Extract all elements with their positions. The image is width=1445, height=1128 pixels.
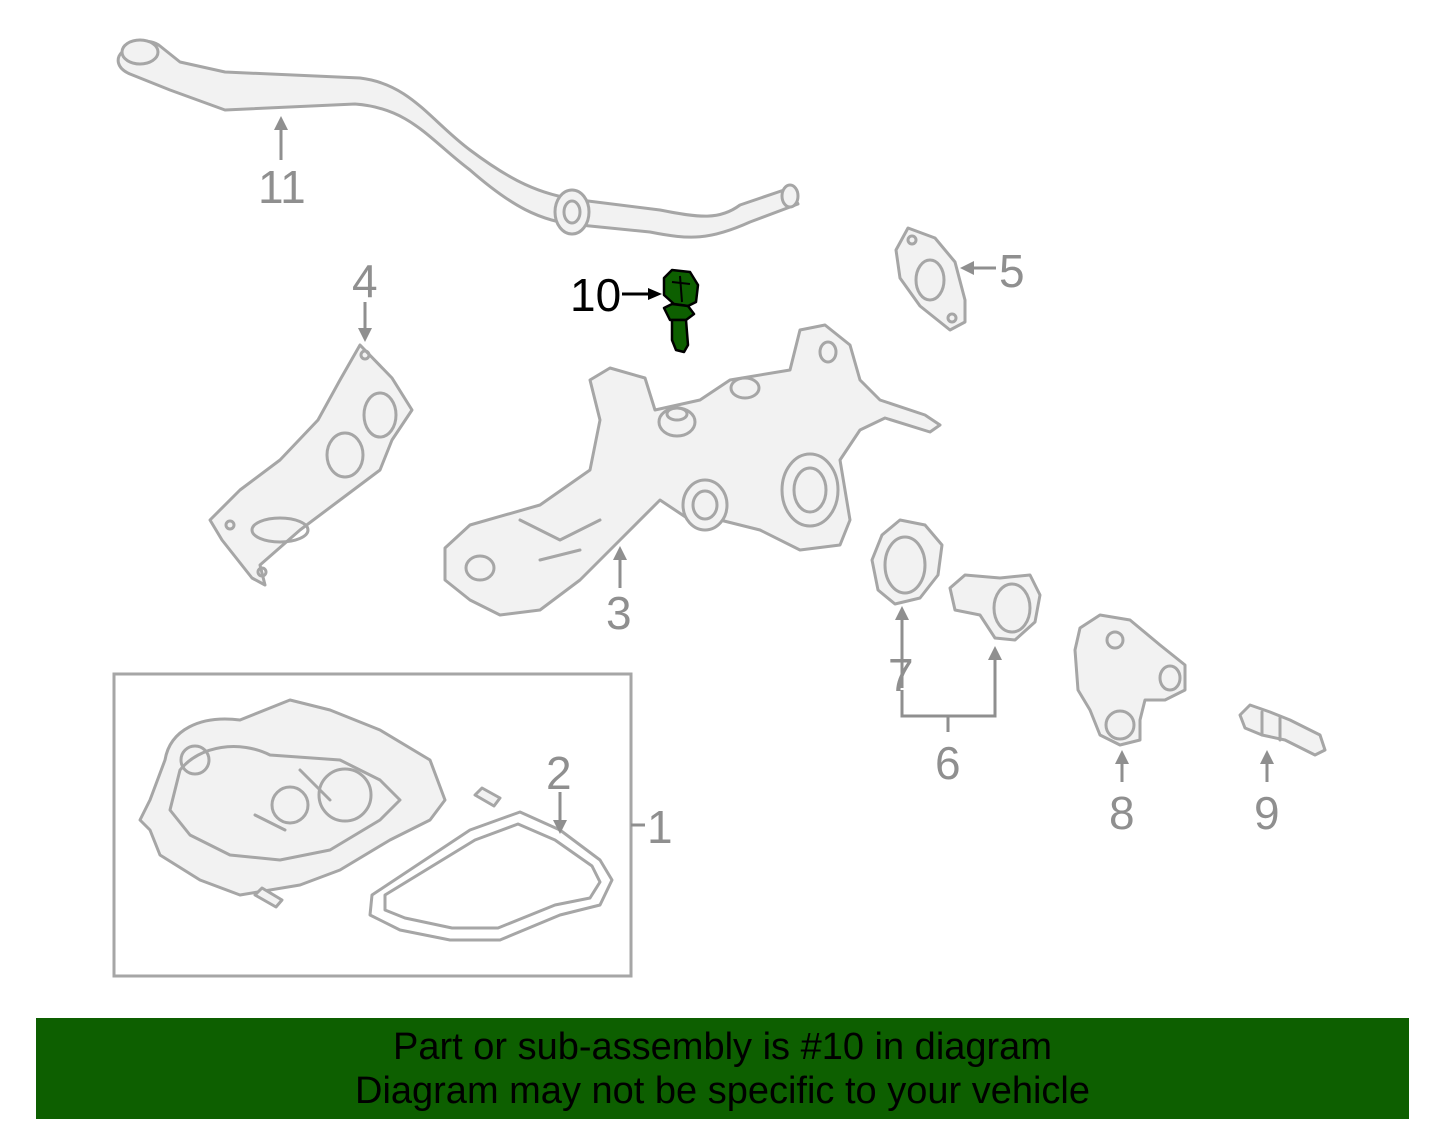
- callout-2: 2: [546, 747, 572, 799]
- callout-1: 1: [647, 801, 673, 853]
- part-6-thermostat: [948, 573, 1042, 642]
- part-5-flange: [894, 226, 967, 332]
- part-10-sensor: [662, 268, 700, 354]
- callout-10: 10: [570, 269, 622, 321]
- callout-11: 11: [258, 161, 306, 213]
- part-1-water-pump: [138, 698, 447, 897]
- part-11-pipe: [116, 38, 800, 239]
- part-7-ring: [870, 518, 944, 606]
- banner-line-2: Diagram may not be specific to your vehi…: [355, 1070, 1090, 1112]
- callout-5: 5: [999, 245, 1025, 297]
- leader-lines: [274, 116, 1274, 834]
- part-2-gasket: [368, 810, 614, 942]
- banner-line-1: Part or sub-assembly is #10 in diagram: [393, 1026, 1052, 1068]
- part-8-housing: [1073, 613, 1187, 747]
- callout-9: 9: [1254, 787, 1280, 839]
- parts-diagram: [112, 38, 1327, 978]
- part-4-gasket: [208, 343, 414, 587]
- part-3-housing: [443, 323, 942, 617]
- callout-7: 7: [888, 649, 914, 701]
- callout-8: 8: [1109, 787, 1135, 839]
- callout-4: 4: [352, 255, 378, 307]
- callout-3: 3: [606, 587, 632, 639]
- callout-6: 6: [935, 737, 961, 789]
- part-9-sensor: [1238, 703, 1327, 757]
- info-banner: Part or sub-assembly is #10 in diagram D…: [36, 1018, 1409, 1119]
